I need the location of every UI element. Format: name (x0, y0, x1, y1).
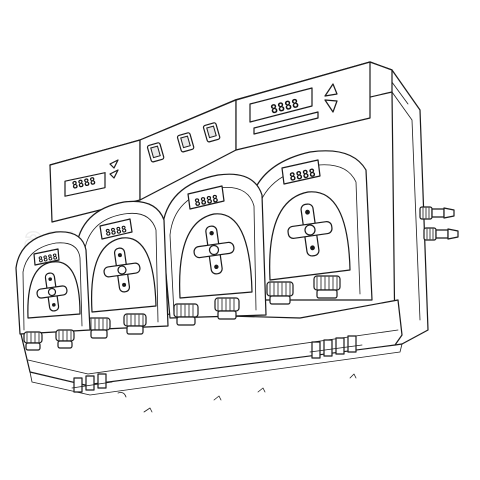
cable-gland-upper (419, 206, 455, 220)
pump1-rotor (36, 272, 68, 312)
controller-panels: 8888 8888 (49, 61, 371, 223)
pump2-display: 8888 (105, 225, 128, 239)
pump1-fitting-left (23, 331, 43, 351)
pump3-fitting-right (214, 297, 240, 320)
latch-right[interactable] (309, 335, 363, 359)
clip-1 (117, 392, 127, 398)
clip-4 (257, 387, 266, 393)
pump-head-1[interactable]: 8888 (15, 231, 91, 351)
pump3-fitting-left (173, 303, 199, 326)
cable-gland-lower (423, 227, 459, 241)
latch-left[interactable] (71, 373, 113, 393)
pump-heads: 8888 (15, 150, 373, 351)
pump3-display: 8888 (194, 194, 220, 209)
left-panel-up-button[interactable] (109, 159, 119, 169)
left-panel-down-button[interactable] (109, 169, 119, 179)
top-panel-display: 8888 (269, 96, 300, 117)
pump-head-4[interactable]: 8888 (247, 150, 373, 305)
side-cable-glands (419, 206, 459, 241)
pump-head-3[interactable]: 8888 (161, 173, 267, 326)
clip-3 (213, 395, 222, 401)
pump-head-2[interactable]: 8888 (75, 200, 169, 339)
pump2-rotor (103, 247, 141, 293)
clip-2 (143, 407, 153, 413)
pump4-fitting-right (313, 275, 341, 299)
pump2-fitting-right (123, 313, 147, 335)
top-panel-up-button[interactable] (324, 83, 338, 97)
clip-5 (349, 373, 357, 379)
housing-right-side (369, 61, 429, 346)
pump4-fitting-left (266, 281, 294, 305)
bottom-latches (71, 335, 363, 413)
pump4-display: 8888 (288, 166, 316, 184)
top-panel-down-button[interactable] (324, 99, 338, 113)
pump3-rotor (193, 225, 235, 275)
pump2-fitting-left (87, 317, 111, 339)
pump4-rotor (287, 203, 333, 257)
left-panel-display: 8888 (71, 176, 97, 192)
pump1-fitting-right (55, 329, 75, 349)
top-panel-display-window (249, 87, 313, 123)
